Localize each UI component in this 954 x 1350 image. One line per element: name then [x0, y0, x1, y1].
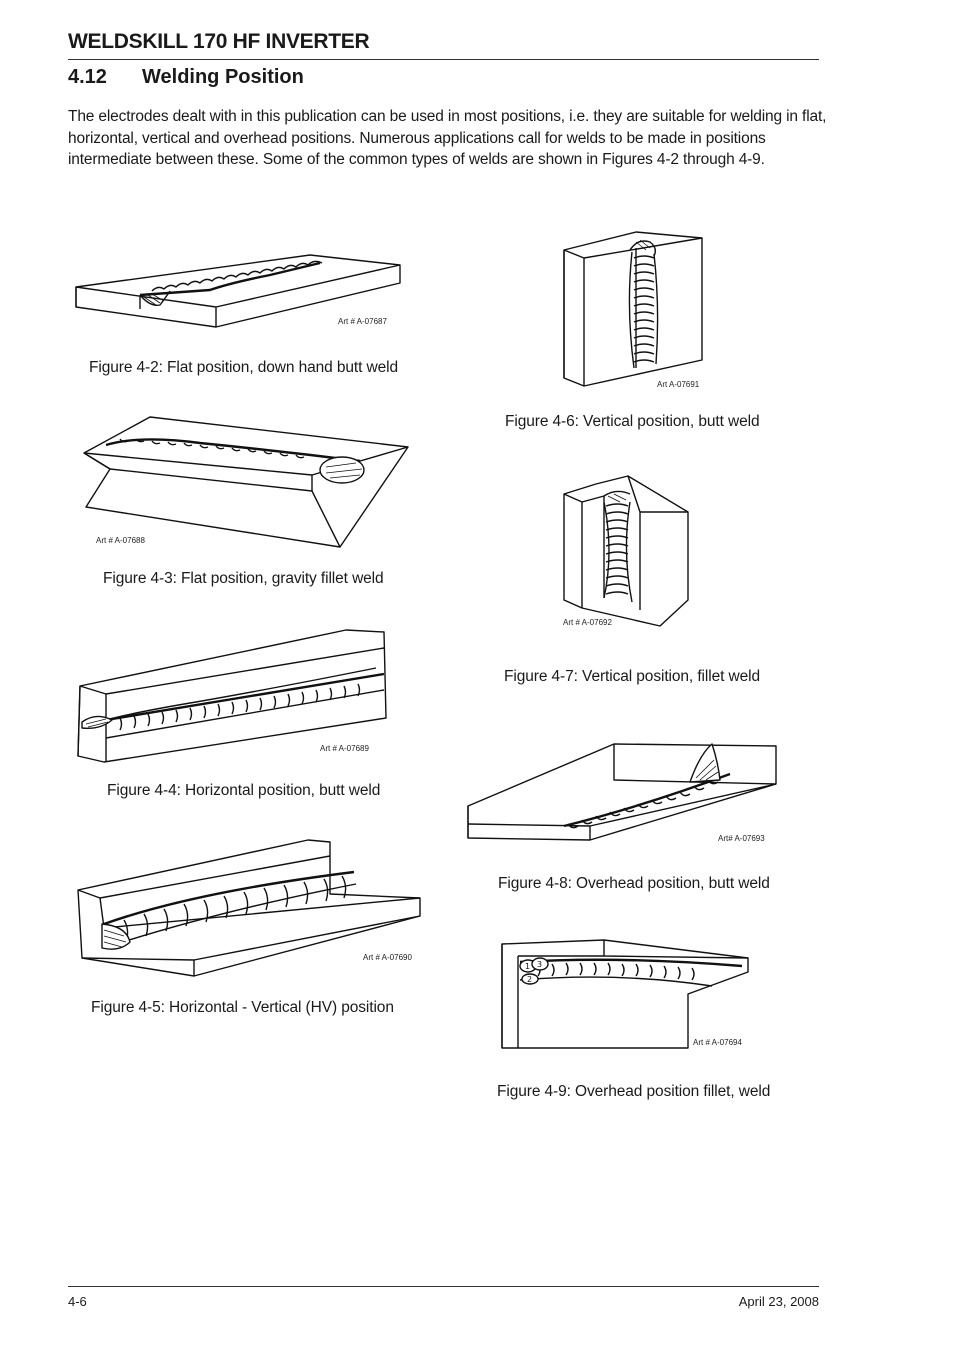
vertical-butt-weld-illustration	[563, 231, 703, 387]
art-number: Art # A-07690	[363, 953, 412, 962]
figure-4-2-caption: Figure 4-2: Flat position, down hand but…	[89, 359, 399, 376]
art-number: Art # A-07694	[693, 1038, 742, 1047]
bead-number-label: 3	[537, 960, 542, 969]
overhead-butt-weld-illustration	[467, 743, 777, 841]
horizontal-butt-weld-illustration	[77, 629, 387, 763]
art-number: Art # A-07689	[320, 744, 369, 753]
figure-4-9-caption: Figure 4-9: Overhead position fillet, we…	[497, 1083, 771, 1100]
figure-4-6-caption: Figure 4-6: Vertical position, butt weld	[505, 413, 760, 430]
page-number: 4-6	[68, 1294, 87, 1309]
intro-paragraph: The electrodes dealt with in this public…	[68, 108, 827, 168]
figure-4-5: Art # A-07690	[74, 838, 424, 978]
bead-number-label: 1	[525, 962, 530, 971]
document-title: WELDSKILL 170 HF INVERTER	[68, 30, 370, 53]
figure-4-8-caption: Figure 4-8: Overhead position, butt weld	[498, 875, 770, 892]
footer-rule	[68, 1286, 819, 1287]
figure-4-5-caption: Figure 4-5: Horizontal - Vertical (HV) p…	[91, 999, 394, 1016]
hv-fillet-weld-illustration	[77, 839, 421, 977]
section-number: 4.12	[68, 66, 107, 88]
figure-4-2: Art # A-07687	[70, 245, 410, 335]
bead-number-label: 2	[527, 975, 532, 984]
section-heading: 4.12 Welding Position	[68, 66, 304, 89]
art-number: Art# A-07693	[718, 834, 765, 843]
figure-4-8: Art# A-07693	[464, 740, 780, 846]
figure-4-3-caption: Figure 4-3: Flat position, gravity fille…	[103, 570, 384, 587]
figure-4-9: 1 3 2 Art # A-07694	[498, 936, 756, 1054]
figure-4-4-caption: Figure 4-4: Horizontal position, butt we…	[107, 782, 381, 799]
flat-butt-weld-illustration	[75, 254, 401, 328]
section-title: Welding Position	[142, 66, 304, 88]
figure-4-4: Art # A-07689	[76, 628, 394, 764]
vertical-fillet-weld-illustration	[563, 475, 689, 627]
flat-fillet-weld-illustration	[83, 416, 409, 548]
art-number: Art # A-07687	[338, 317, 387, 326]
art-number: Art A-07691	[657, 380, 700, 389]
header-rule	[68, 59, 819, 60]
figure-4-7-caption: Figure 4-7: Vertical position, fillet we…	[504, 668, 760, 685]
figure-4-6: Art A-07691	[560, 228, 710, 394]
art-number: Art # A-07688	[96, 536, 145, 545]
overhead-fillet-weld-illustration: 1 3 2	[501, 939, 749, 1049]
figure-4-3: Art # A-07688	[80, 415, 412, 555]
art-number: Art # A-07692	[563, 618, 612, 627]
figure-4-7: Art # A-07692	[560, 472, 696, 632]
publication-date: April 23, 2008	[738, 1294, 819, 1309]
